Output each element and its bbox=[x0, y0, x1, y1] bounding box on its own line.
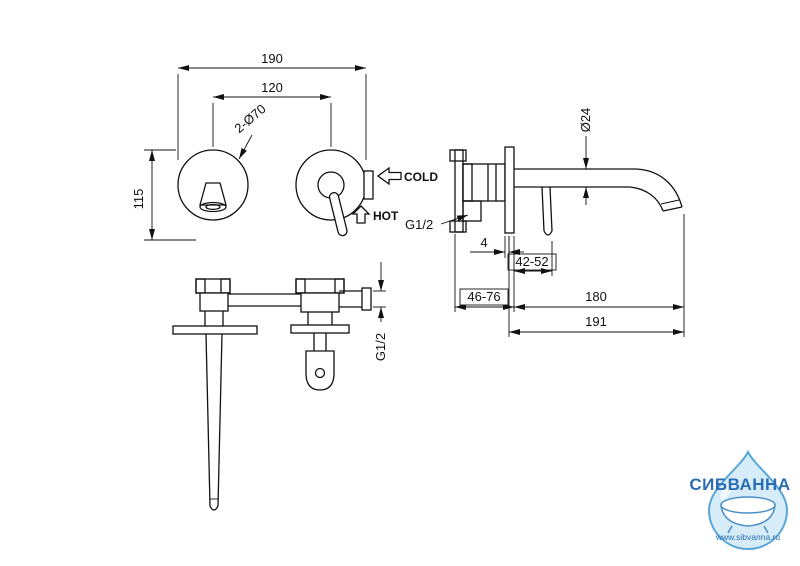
handle-screw-plan bbox=[314, 367, 326, 379]
valve-bracket-plan bbox=[295, 278, 345, 294]
wall-bracket-side bbox=[454, 149, 464, 233]
dim-180-label: 180 bbox=[585, 289, 607, 304]
dim-4-label: 4 bbox=[480, 235, 487, 250]
spout-tube-left bbox=[205, 333, 211, 507]
hot-label: HOT bbox=[373, 209, 399, 223]
dim-120-label: 120 bbox=[261, 80, 283, 95]
spout-side-outer bbox=[514, 168, 683, 208]
spout-side-inner bbox=[514, 186, 664, 212]
spout-escutcheon-front bbox=[177, 149, 249, 221]
spout-tube-right bbox=[217, 333, 223, 507]
watermark: СИБВАННА www.sibvanna.ru bbox=[689, 449, 790, 550]
valve-body-side bbox=[462, 163, 506, 202]
aerator-line-side bbox=[660, 199, 680, 205]
dim-g12-plan bbox=[373, 262, 386, 322]
valve-escutcheon-plan bbox=[290, 324, 350, 334]
thread-label-side: G1/2 bbox=[405, 217, 433, 232]
aerator-inner-front bbox=[205, 203, 221, 211]
lever-side-cap bbox=[543, 230, 553, 236]
dim-115-label: 115 bbox=[131, 189, 146, 210]
mount-lug-top bbox=[449, 149, 467, 162]
bathtub-leg-right bbox=[763, 525, 769, 534]
valve-bracket-lug-left bbox=[295, 278, 306, 294]
cold-label: COLD bbox=[404, 170, 438, 184]
thread-leader-side bbox=[440, 214, 469, 225]
cold-flow-arrow-icon bbox=[376, 166, 402, 186]
dim-46-76 bbox=[454, 234, 514, 312]
dim-190-label: 190 bbox=[261, 51, 283, 66]
lever-side-left-edge bbox=[541, 186, 545, 232]
lever-handle-front bbox=[328, 191, 348, 237]
valve-escutcheon-front bbox=[295, 149, 367, 221]
valve-body-plan bbox=[300, 292, 340, 313]
holes-note-label: 2-Ø70 bbox=[231, 101, 268, 136]
thread-label-plan: G1/2 bbox=[373, 333, 388, 361]
spout-tip-face bbox=[662, 206, 683, 212]
spout-bracket-lug-left bbox=[195, 278, 206, 294]
lever-side-right-edge bbox=[549, 186, 553, 232]
cold-inlet-stub bbox=[363, 170, 374, 200]
dim-190 bbox=[177, 65, 367, 160]
front-view bbox=[177, 149, 374, 237]
dim-d24-label: Ø24 bbox=[578, 108, 593, 133]
aerator-front bbox=[199, 201, 227, 213]
dim-191 bbox=[508, 236, 684, 337]
bathtub-leg-left bbox=[727, 525, 733, 534]
watermark-website: www.sibvanna.ru bbox=[715, 532, 781, 542]
hot-flow-arrow-icon bbox=[351, 205, 371, 224]
inlet-cap-plan bbox=[361, 287, 372, 311]
handle-knob-plan bbox=[305, 350, 335, 391]
outlet-stub-side bbox=[462, 200, 482, 222]
dim-42-52-label: 42-52 bbox=[515, 254, 548, 269]
dim-42-52 bbox=[507, 236, 557, 312]
bathtub-rim-icon bbox=[720, 496, 776, 514]
spout-nose-front bbox=[199, 182, 227, 206]
spout-tip-plan bbox=[209, 505, 219, 511]
dim-180 bbox=[514, 214, 685, 337]
dim-191-label: 191 bbox=[585, 314, 607, 329]
spout-body-plan bbox=[199, 292, 229, 312]
dim-115 bbox=[144, 149, 196, 241]
spout-bracket-lug-right bbox=[220, 278, 231, 294]
drop-highlight bbox=[720, 483, 732, 501]
side-view bbox=[449, 146, 683, 236]
holes-leader-line bbox=[238, 134, 253, 160]
watermark-brand: СИБВАННА bbox=[689, 475, 790, 494]
plan-view bbox=[172, 278, 372, 511]
spout-escutcheon-plan bbox=[172, 325, 258, 335]
dim-120 bbox=[212, 94, 332, 147]
spout-bracket-plan bbox=[195, 278, 231, 294]
dim-46-76-label: 46-76 bbox=[467, 289, 500, 304]
escutcheon-side bbox=[504, 146, 515, 234]
